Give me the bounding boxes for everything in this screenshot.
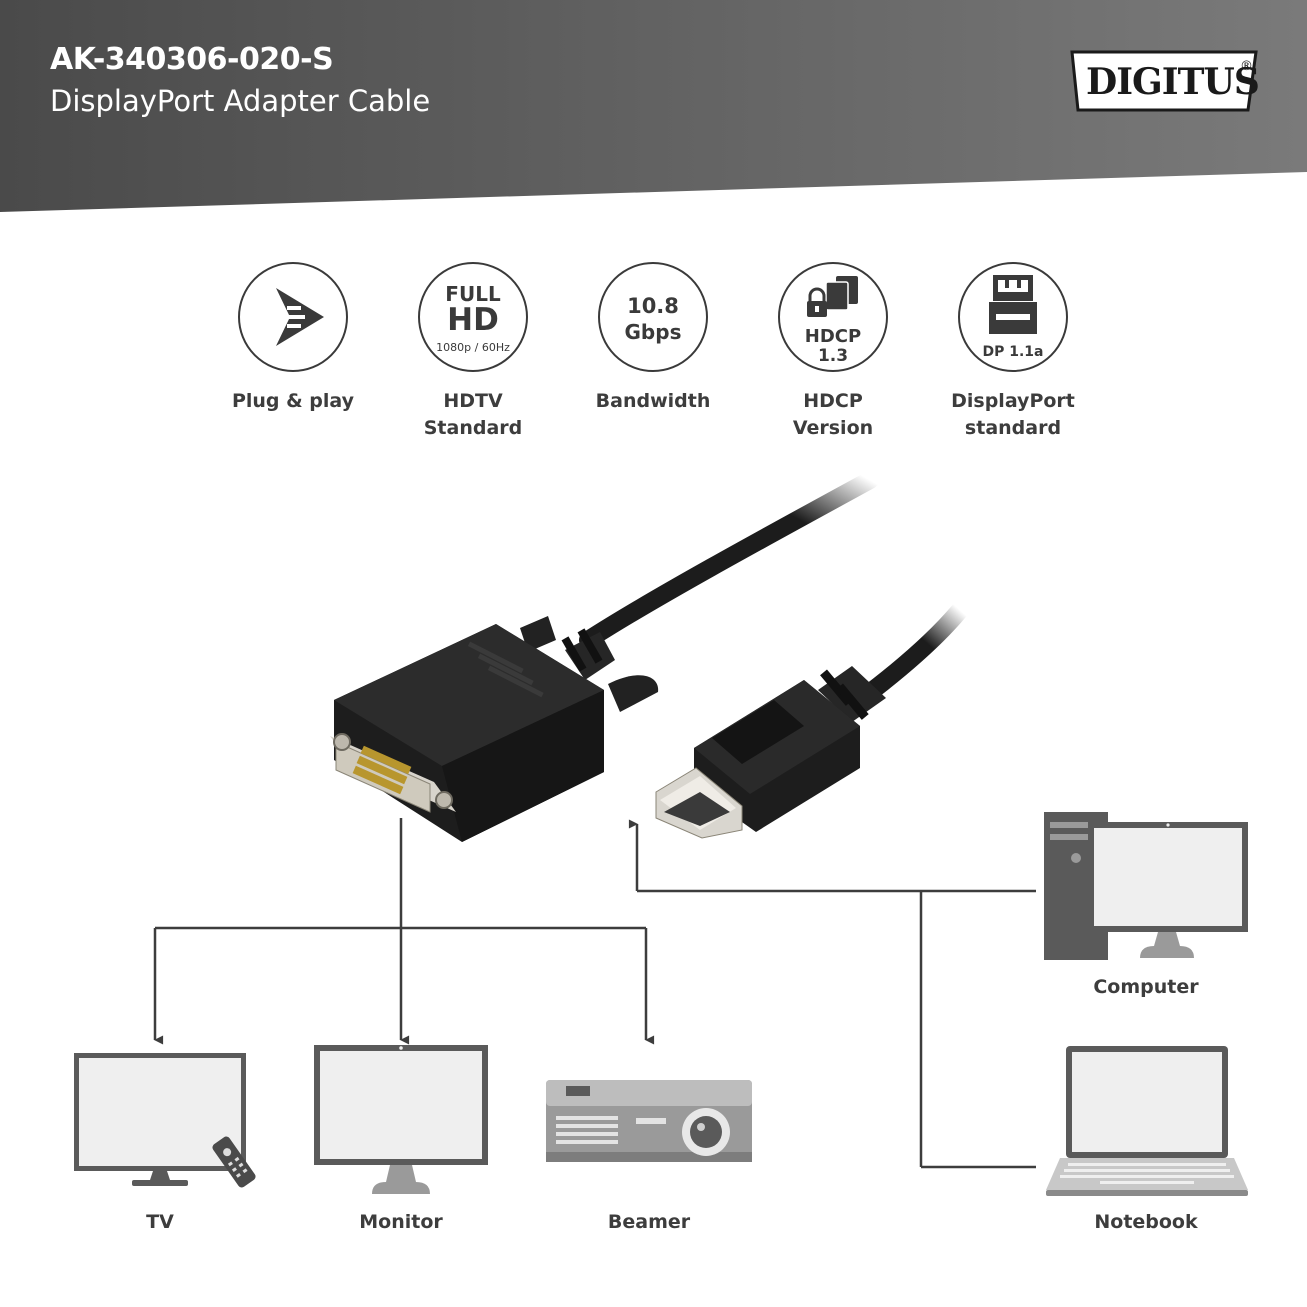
feature-hdtv-standard: FULL HD 1080p / 60Hz HDTV Standard (380, 262, 570, 452)
icon-text-hd: HD (447, 302, 499, 338)
feature-plug-and-play: Plug & play (200, 262, 390, 452)
icon-text-version: 1.3 (817, 346, 849, 366)
icon-text-full: FULL (445, 282, 501, 306)
displayport-to-dvi-cable (330, 471, 969, 842)
feature-label: HDCP (803, 390, 863, 412)
brand-logo: DIGITUS ® (1070, 50, 1260, 112)
dvi-pins (352, 745, 412, 795)
projector-icon (546, 1080, 752, 1162)
icon-text-hdcp: HDCP (804, 326, 862, 347)
dvi-strain-relief (561, 628, 615, 680)
document-lock-icon (807, 276, 858, 317)
hdcp-icon: HDCP 1.3 (778, 262, 888, 372)
bandwidth-icon: 10.8 Gbps (598, 262, 708, 372)
monitor-icon (314, 1045, 488, 1194)
feature-label: HDTV (443, 390, 503, 412)
device-label-monitor: Monitor (359, 1211, 443, 1233)
dvi-grip-ridges (467, 641, 544, 698)
icon-text-unit: Gbps (624, 320, 682, 344)
full-hd-icon: FULL HD 1080p / 60Hz (418, 262, 528, 372)
computer-icon (1044, 812, 1248, 960)
remote-control-icon (212, 1136, 256, 1188)
displayport-connector (655, 666, 886, 839)
connection-lines (153, 818, 1036, 1169)
dvi-connector (330, 616, 659, 842)
feature-label-line2: Standard (423, 417, 523, 439)
plug-and-play-icon (238, 262, 348, 372)
dp-connector-icon (989, 275, 1037, 334)
feature-label-line2: standard (964, 417, 1062, 439)
notebook-icon (1046, 1046, 1248, 1196)
feature-bandwidth: 10.8 Gbps Bandwidth (560, 262, 750, 452)
feature-label: Plug & play (231, 390, 355, 412)
device-label-beamer: Beamer (607, 1211, 691, 1233)
brand-registered-mark: ® (1240, 59, 1253, 74)
device-label-tv: TV (146, 1211, 174, 1233)
device-label-computer: Computer (1093, 976, 1199, 998)
brand-name: DIGITUS (1086, 61, 1259, 103)
feature-displayport-standard: DP 1.1a DisplayPort standard (920, 262, 1110, 452)
displayport-icon: DP 1.1a (958, 262, 1068, 372)
feature-label-line2: Version (792, 417, 874, 439)
device-label-notebook: Notebook (1094, 1211, 1198, 1233)
product-code: AK-340306-020-S (50, 42, 334, 77)
icon-text-dp-version: DP 1.1a (982, 344, 1044, 360)
feature-hdcp-version: HDCP 1.3 HDCP Version (740, 262, 930, 452)
icon-text-value: 10.8 (627, 294, 679, 318)
header-band (0, 0, 1307, 212)
tv-icon (74, 1053, 256, 1188)
product-name: DisplayPort Adapter Cable (50, 84, 431, 118)
feature-label: DisplayPort (951, 390, 1075, 412)
icon-text-resolution: 1080p / 60Hz (436, 341, 510, 354)
feature-label: Bandwidth (595, 390, 711, 412)
